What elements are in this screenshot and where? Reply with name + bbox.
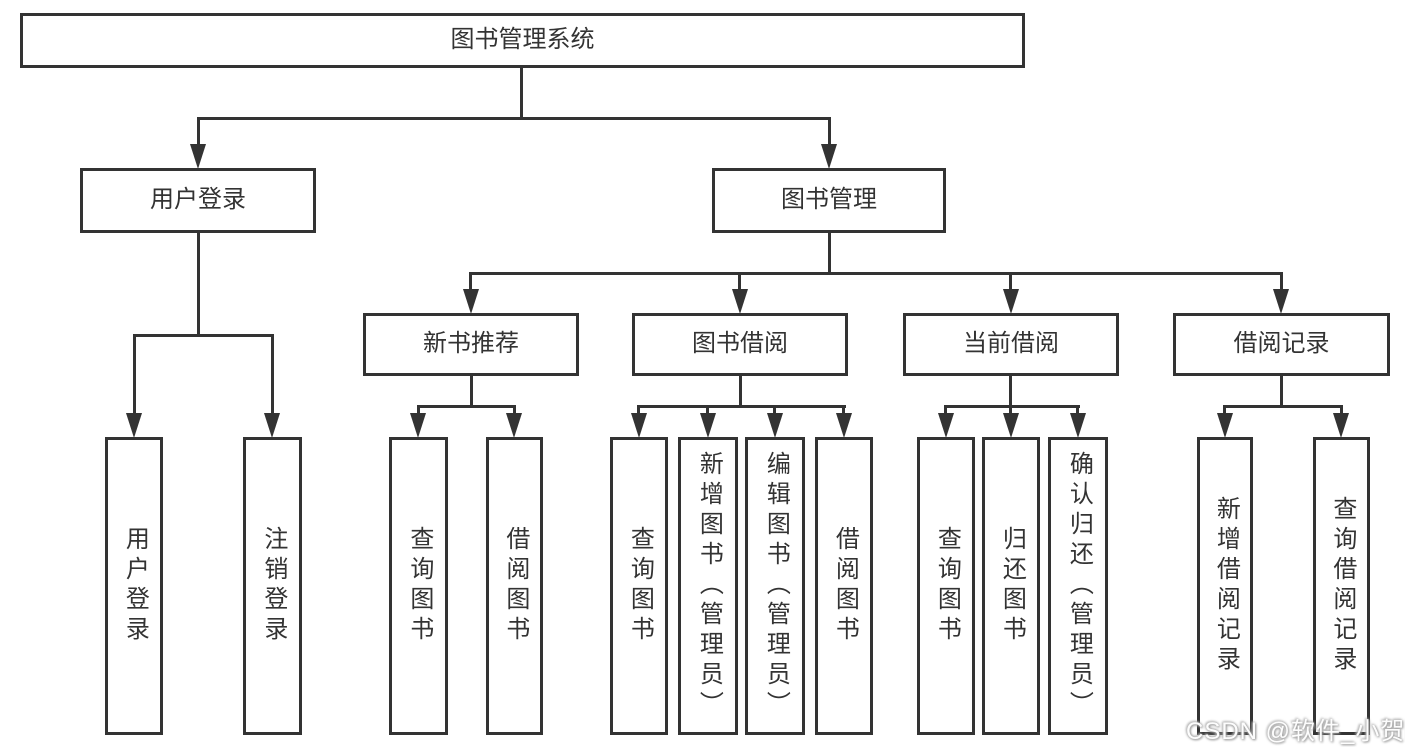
connector-drop-book-borrow [738, 272, 741, 290]
arrowhead-br-add [1217, 413, 1233, 438]
leaf-return-books: 归还图书 [982, 437, 1040, 735]
arrowhead-book-management [821, 144, 837, 169]
arrowhead-nb-borrow [506, 413, 522, 438]
connector-current-borrow-stub [1009, 376, 1012, 407]
leaf-query-books-newbooks: 查询图书 [389, 437, 448, 735]
connector-drop-bb-borrow [842, 405, 845, 416]
connector-drop-bb-edit [773, 405, 776, 416]
connector-user-login-branch [133, 334, 274, 337]
connector-drop-cb-return [1009, 405, 1012, 416]
connector-drop-cb-confirm [1076, 405, 1079, 416]
connector-drop-book-management [828, 117, 831, 146]
connector-drop-cb-query [944, 405, 947, 416]
arrowhead-cb-confirm [1070, 413, 1086, 438]
connector-drop-nb-borrow [513, 405, 516, 416]
connector-drop-br-add [1223, 405, 1226, 416]
leaf-query-books-current: 查询图书 [917, 437, 975, 735]
arrowhead-bb-borrow [836, 413, 852, 438]
connector-drop-bb-query [637, 405, 640, 416]
connector-new-books-branch [417, 405, 516, 408]
arrowhead-bb-query [631, 413, 647, 438]
leaf-borrow-books-newbooks: 借阅图书 [486, 437, 543, 735]
node-book-management: 图书管理 [712, 168, 946, 233]
arrowhead-leaf-login [126, 413, 142, 438]
arrowhead-borrow-records [1273, 289, 1289, 314]
leaf-confirm-return-admin: 确认归还（管理员） [1048, 437, 1108, 735]
connector-user-login-stub [197, 233, 200, 336]
connector-borrow-records-branch [1223, 405, 1343, 408]
connector-new-books-stub [470, 376, 473, 407]
connector-drop-current-borrow [1009, 272, 1012, 290]
connector-level3-branch [469, 272, 1283, 275]
arrowhead-bb-add [700, 413, 716, 438]
csdn-watermark: CSDN @软件_小贺同学 [1186, 718, 1405, 745]
connector-level2-branch [197, 117, 831, 120]
connector-book-borrow-stub [739, 376, 742, 407]
arrowhead-cb-return [1003, 413, 1019, 438]
arrowhead-cb-query [938, 413, 954, 438]
arrowhead-bb-edit [767, 413, 783, 438]
arrowhead-user-login [190, 144, 206, 169]
leaf-edit-book-admin: 编辑图书（管理员） [745, 437, 805, 735]
arrowhead-book-borrow [732, 289, 748, 314]
node-new-book-recommend: 新书推荐 [363, 313, 579, 376]
node-borrow-records: 借阅记录 [1173, 313, 1390, 376]
arrowhead-new-books [463, 289, 479, 314]
leaf-query-borrow-record: 查询借阅记录 [1313, 437, 1370, 735]
arrowhead-leaf-logout [264, 413, 280, 438]
leaf-logout: 注销登录 [243, 437, 302, 735]
connector-book-management-stub [828, 233, 831, 274]
connector-drop-leaf-login [133, 334, 136, 414]
node-user-login: 用户登录 [80, 168, 316, 233]
connector-root-stub [520, 68, 523, 118]
connector-borrow-records-stub [1280, 376, 1283, 407]
arrowhead-br-query [1333, 413, 1349, 438]
connector-drop-new-books [469, 272, 472, 290]
node-root: 图书管理系统 [20, 13, 1025, 68]
leaf-user-login: 用户登录 [105, 437, 163, 735]
leaf-add-book-admin: 新增图书（管理员） [678, 437, 738, 735]
leaf-borrow-books-borrowing: 借阅图书 [815, 437, 873, 735]
connector-drop-user-login [197, 117, 200, 146]
connector-current-borrow-branch [944, 405, 1080, 408]
connector-drop-nb-query [417, 405, 420, 416]
node-book-borrowing: 图书借阅 [632, 313, 848, 376]
leaf-add-borrow-record: 新增借阅记录 [1197, 437, 1253, 735]
arrowhead-nb-query [410, 413, 426, 438]
connector-drop-leaf-logout [271, 334, 274, 414]
connector-drop-borrow-records [1280, 272, 1283, 290]
node-current-borrowing: 当前借阅 [903, 313, 1119, 376]
connector-book-borrow-branch [637, 405, 846, 408]
leaf-query-books-borrowing: 查询图书 [610, 437, 668, 735]
arrowhead-current-borrow [1003, 289, 1019, 314]
connector-drop-br-query [1340, 405, 1343, 416]
connector-drop-bb-add [706, 405, 709, 416]
